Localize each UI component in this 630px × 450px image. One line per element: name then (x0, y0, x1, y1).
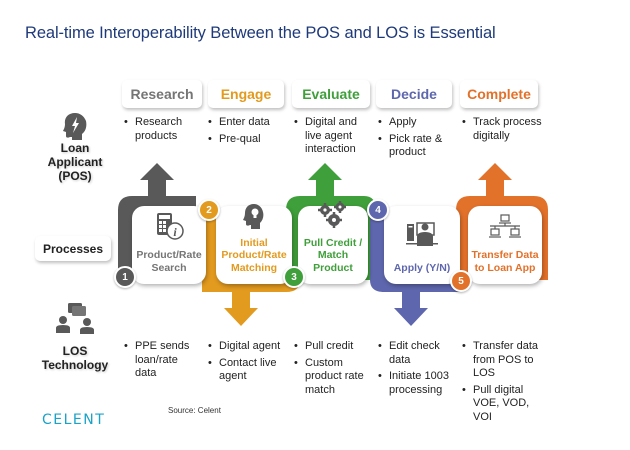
process-label-3: Pull Credit / Match Product (303, 236, 363, 274)
pos-bullets-complete: Track process digitally (460, 116, 550, 146)
source-note: Source: Celent (168, 406, 221, 415)
bullet-item: Contact live agent (206, 357, 290, 384)
process-card-5: Transfer Data to Loan App (468, 206, 542, 284)
bullet-item: Track process digitally (460, 116, 550, 143)
process-card-3: Pull Credit / Match Product (298, 201, 368, 284)
head-lightbulb-icon (243, 203, 265, 233)
step-number-3: 3 (283, 266, 305, 288)
los-bullets-evaluate: Pull credit Custom product rate match (292, 340, 364, 400)
people-chat-icon (54, 302, 100, 334)
process-label-5: Transfer Data to Loan App (471, 249, 539, 274)
bullet-item: PPE sends loan/rate data (122, 340, 200, 381)
los-bullets-research: PPE sends loan/rate data (122, 340, 200, 384)
bullet-item: Edit check data (376, 340, 456, 367)
bullet-item: Pull digital VOE, VOD, VOI (460, 384, 538, 425)
calculator-info-icon: i (154, 212, 184, 244)
stage-3-up-arrow (308, 163, 342, 196)
bullet-item: Transfer data from POS to LOS (460, 340, 538, 381)
pos-bullets-engage: Enter data Pre-qual (206, 116, 286, 149)
page-title: Real-time Interoperability Between the P… (25, 24, 496, 42)
stage-header-research: Research (122, 80, 202, 108)
head-lightning-icon (62, 112, 88, 140)
bullet-item: Pull credit (292, 340, 364, 354)
stage-2-down-arrow (224, 292, 258, 326)
stage-header-engage: Engage (208, 80, 284, 108)
pos-bullets-evaluate: Digital and live agent interaction (292, 116, 368, 160)
process-label-2: Initial Product/Rate Matching (221, 236, 287, 274)
bullet-item: Research products (122, 116, 202, 143)
bullet-item: Digital and live agent interaction (292, 116, 368, 157)
step-number-4: 4 (367, 199, 389, 221)
gears-icon (316, 201, 350, 233)
celent-logo: CELENT (42, 412, 106, 428)
process-label-1: Product/Rate Search (136, 249, 202, 274)
step-number-2: 2 (198, 199, 220, 221)
process-card-1: i Product/Rate Search (132, 206, 206, 284)
process-label-4: Apply (Y/N) (393, 261, 451, 274)
pos-bullets-decide: Apply Pick rate & product (376, 116, 452, 163)
stage-4-down-arrow (394, 292, 428, 326)
stage-1-up-arrow (140, 163, 174, 196)
process-card-4: Apply (Y/N) (384, 206, 460, 284)
step-number-5: 5 (450, 270, 472, 292)
bullet-item: Pick rate & product (376, 133, 452, 160)
los-bullets-engage: Digital agent Contact live agent (206, 340, 290, 387)
bullet-item: Apply (376, 116, 452, 130)
step-number-1: 1 (114, 266, 136, 288)
bullet-item: Pre-qual (206, 133, 286, 147)
stage-header-complete: Complete (460, 80, 538, 108)
stage-5-up-arrow (478, 163, 512, 196)
los-bullets-complete: Transfer data from POS to LOS Pull digit… (460, 340, 538, 427)
bullet-item: Initiate 1003 processing (376, 370, 456, 397)
row-label-loan-applicant: Loan Applicant (POS) (47, 141, 103, 183)
network-computers-icon (488, 213, 522, 244)
row-label-los-technology: LOS Technology (41, 344, 109, 372)
svg-text:i: i (173, 225, 177, 239)
process-card-2: Initial Product/Rate Matching (216, 203, 292, 284)
stage-header-evaluate: Evaluate (292, 80, 370, 108)
bullet-item: Enter data (206, 116, 286, 130)
pos-bullets-research: Research products (122, 116, 202, 146)
person-computer-icon (405, 220, 439, 252)
los-bullets-decide: Edit check data Initiate 1003 processing (376, 340, 456, 400)
bullet-item: Custom product rate match (292, 357, 364, 398)
stage-header-decide: Decide (376, 80, 452, 108)
row-label-processes: Processes (35, 236, 111, 261)
bullet-item: Digital agent (206, 340, 290, 354)
